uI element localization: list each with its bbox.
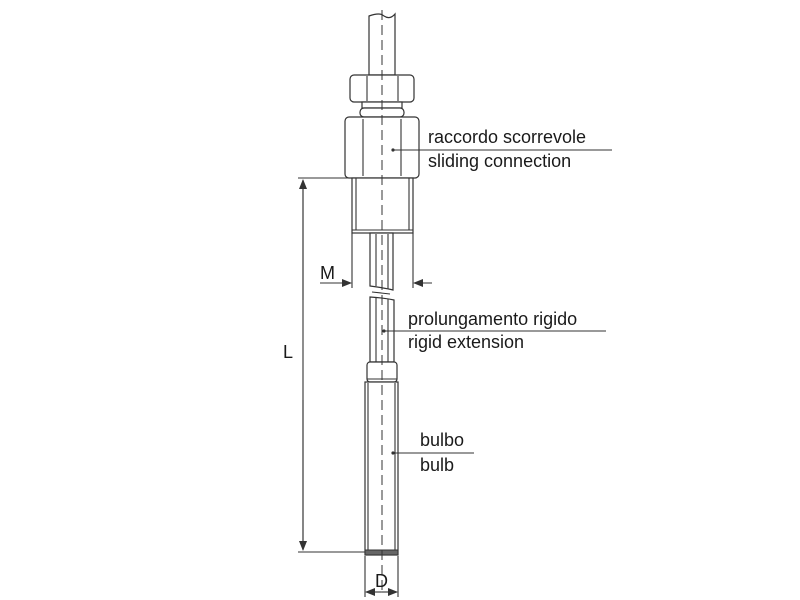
label-bulb-en: bulb (420, 455, 454, 475)
label-extension-it: prolungamento rigido (408, 309, 577, 329)
leader-extension (382, 329, 606, 333)
break-mark (371, 291, 391, 295)
label-extension-en: rigid extension (408, 332, 524, 352)
dimension-M (320, 233, 432, 288)
leader-connection (391, 148, 612, 152)
dimension-M-label: M (320, 263, 335, 283)
label-connection-it: raccordo scorrevole (428, 127, 586, 147)
rigid-extension-upper (369, 232, 394, 291)
dimension-D-label: D (375, 571, 388, 591)
leader-bulb (391, 451, 474, 455)
label-bulb-it: bulbo (420, 430, 464, 450)
label-connection-en: sliding connection (428, 151, 571, 171)
dimension-D (364, 556, 399, 597)
dimension-L (298, 177, 365, 553)
dimension-L-label: L (283, 342, 293, 362)
